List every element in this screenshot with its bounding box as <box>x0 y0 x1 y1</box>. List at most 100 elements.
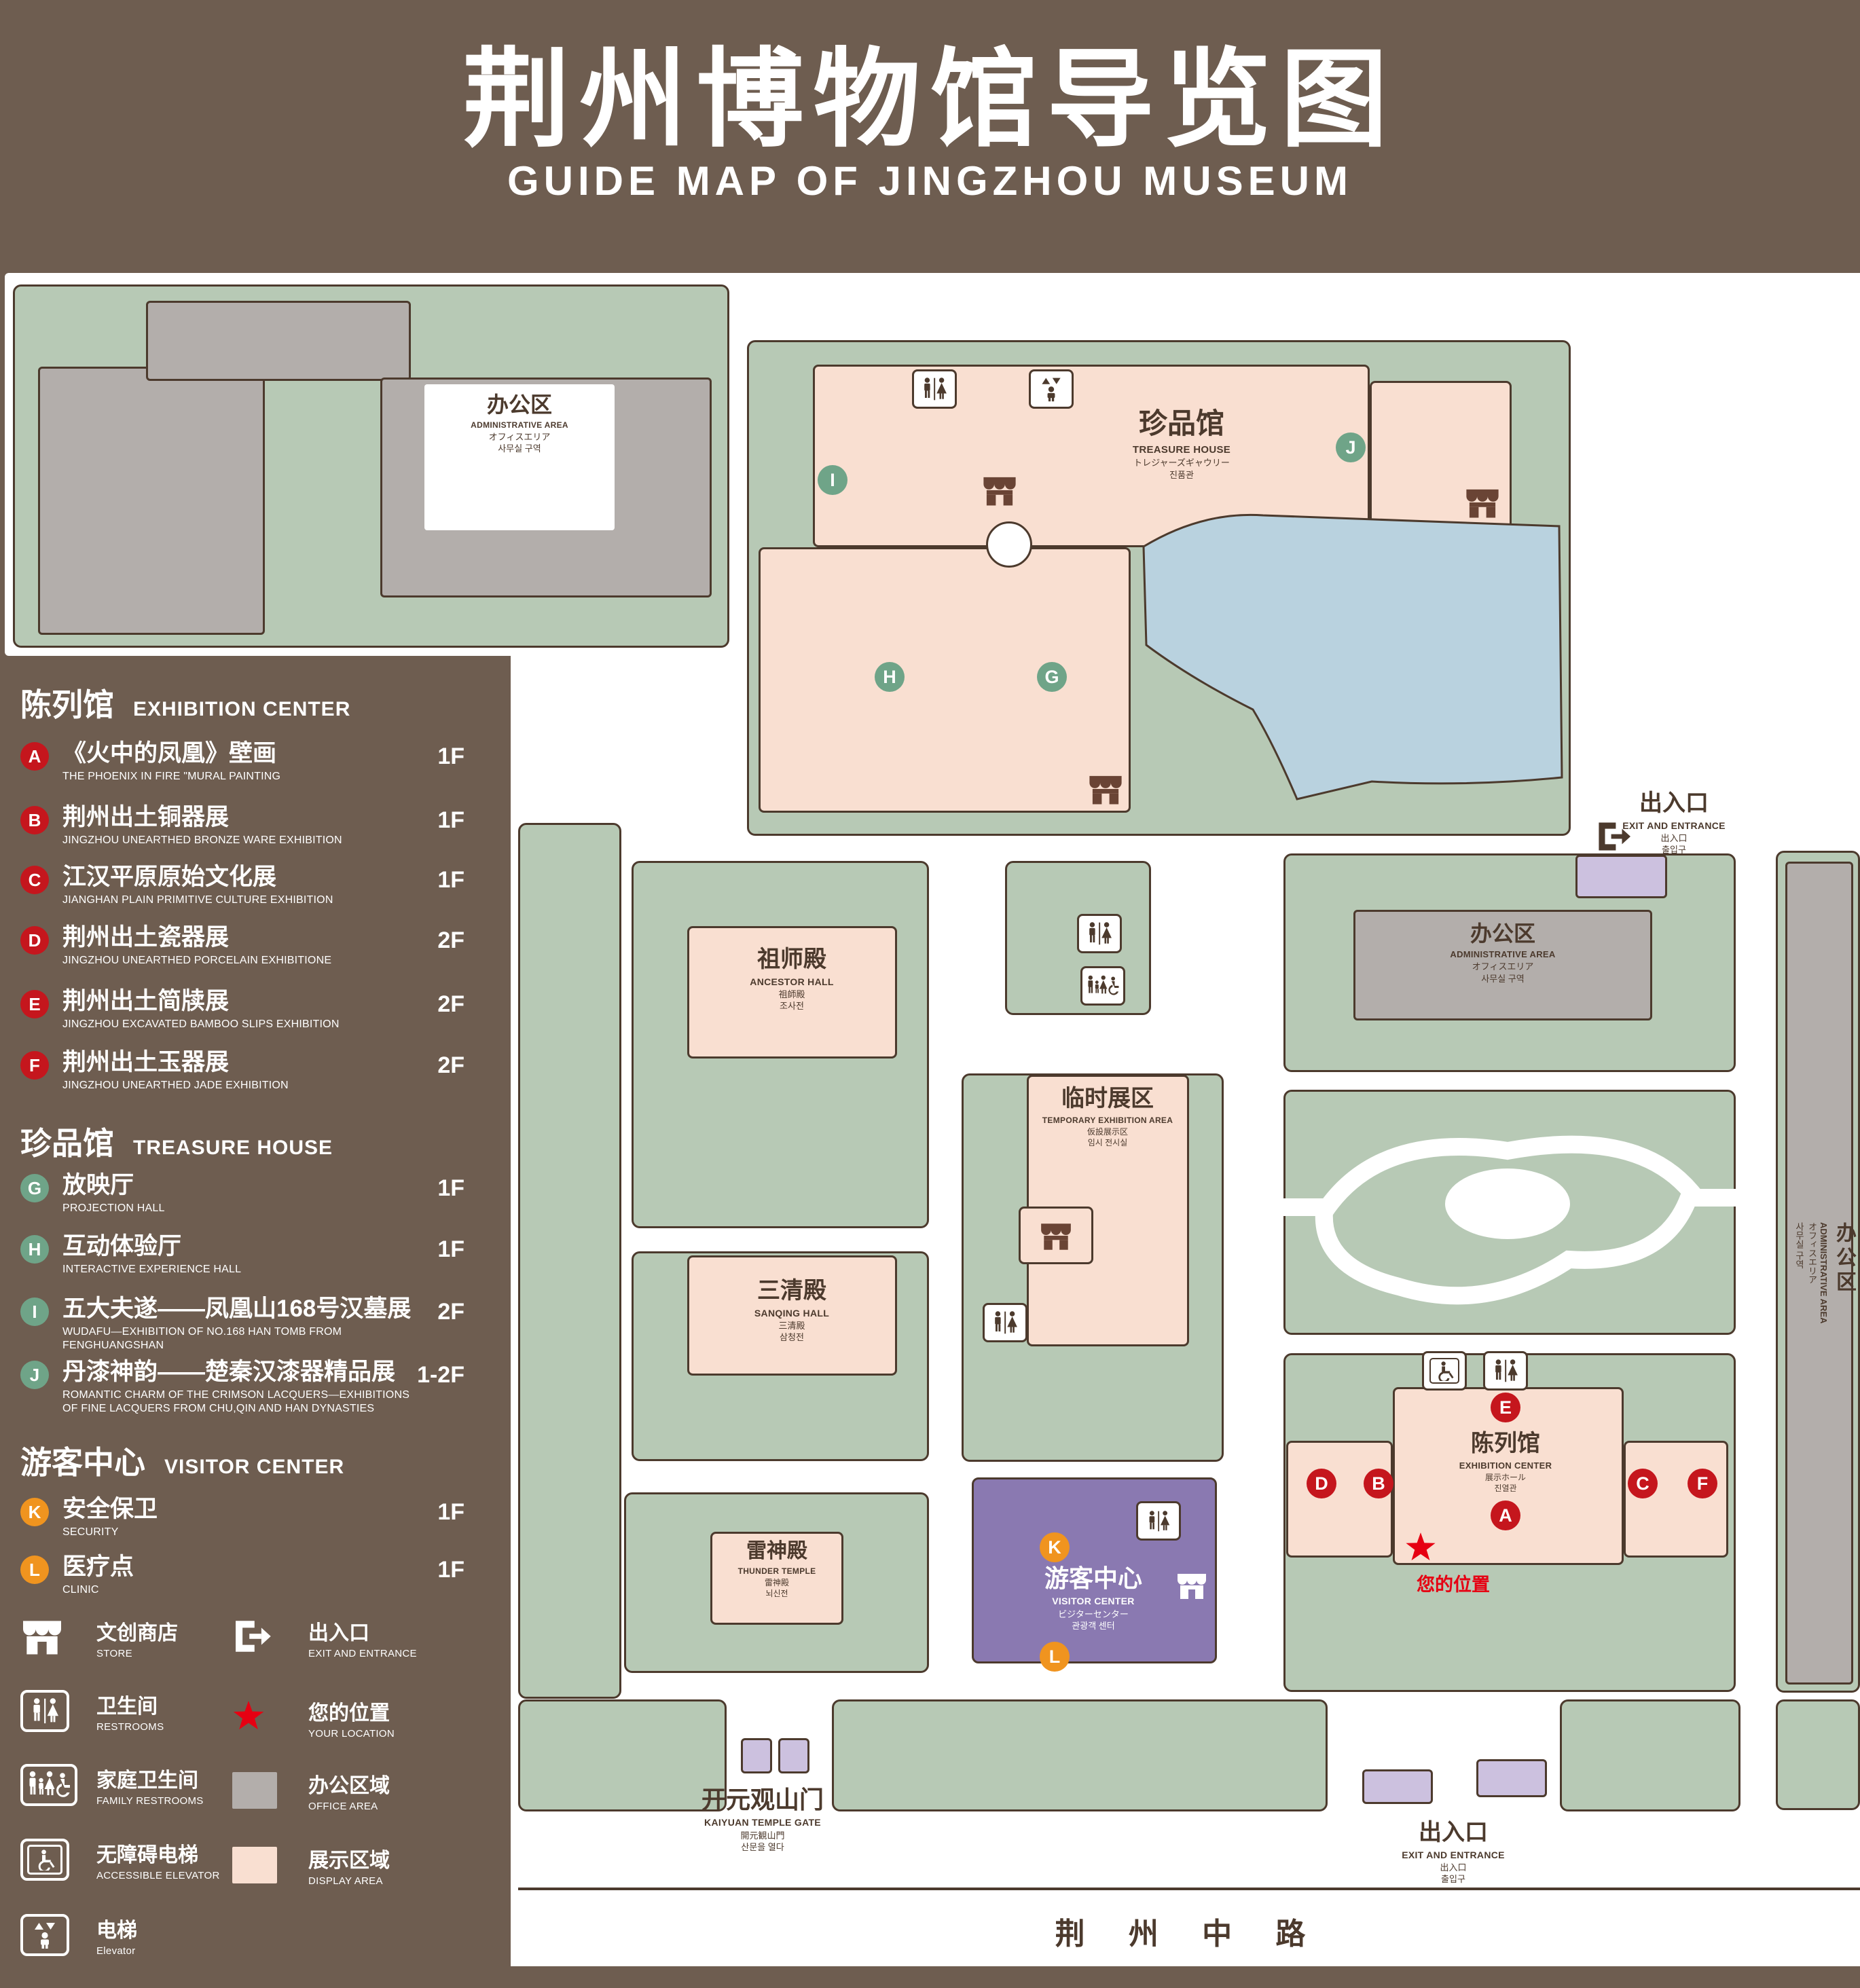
store-icon <box>981 475 1018 506</box>
item-floor: 1F <box>437 867 464 893</box>
restroom-icon <box>1077 914 1122 953</box>
item-en: INTERACTIVE EXPERIENCE HALL <box>62 1263 242 1275</box>
gate-pad-a <box>741 1738 772 1773</box>
item-zh: 荆州出土铜器展 <box>62 804 230 830</box>
label-treasure-house: 珍品馆 TREASURE HOUSE トレジャーズギャウリー 진품관 <box>1039 406 1324 481</box>
legend-item-G: G 放映厅 PROJECTION HALL 1F <box>20 1173 504 1215</box>
legend-section-visitor-center: 游客中心 VISITOR CENTER <box>20 1438 344 1483</box>
symbol-zh: 文创商店 <box>96 1622 178 1644</box>
label-en: TEMPORARY EXHIBITION AREA <box>1042 1115 1173 1125</box>
accessible-elevator-frame <box>27 1845 62 1875</box>
label-kr: 출입구 <box>1441 1874 1465 1885</box>
label-en: VISITOR CENTER <box>1052 1596 1135 1606</box>
label-zh: 珍品馆 <box>1138 407 1224 439</box>
label-exhibition-center: 陈列馆 EXHIBITION CENTER 展示ホール 진열관 <box>1390 1429 1621 1494</box>
label-zh: 雷神殿 <box>746 1540 807 1562</box>
label-kaiyuan-gate: 开元观山门 KAIYUAN TEMPLE GATE 開元観山門 산문을 열다 <box>647 1784 878 1853</box>
symbol-zh: 办公区域 <box>308 1775 390 1797</box>
legend-item-D: D 荆州出土瓷器展 JINGZHOU UNEARTHED PORCELAIN E… <box>20 925 504 968</box>
item-en: JIANGHAN PLAIN PRIMITIVE CULTURE EXHIBIT… <box>62 894 333 906</box>
legend-section-treasure-house: 珍品馆 TREASURE HOUSE <box>20 1119 333 1164</box>
legend-item-A: A 《火中的凤凰》壁画 THE PHOENIX IN FIRE "MURAL P… <box>20 741 504 784</box>
label-kr: 진품관 <box>1169 469 1194 480</box>
legend-item-F: F 荆州出土玉器展 JINGZHOU UNEARTHED JADE EXHIBI… <box>20 1050 504 1092</box>
exit-icon <box>232 1617 272 1659</box>
legend-symbol-office-area: 办公区域 OFFICE AREA <box>232 1769 390 1812</box>
item-zh: 荆州出土简牍展 <box>62 988 230 1014</box>
legend-item-H: H 互动体验厅 INTERACTIVE EXPERIENCE HALL 1F <box>20 1234 504 1276</box>
your-location-star-icon <box>1405 1532 1436 1562</box>
office-building-right <box>1785 862 1853 1685</box>
legend-symbol-store: 文创商店 STORE <box>20 1616 178 1659</box>
symbol-zh: 出入口 <box>308 1622 369 1644</box>
family-restroom-icon <box>20 1764 77 1806</box>
legend-symbol-accessible-elevator: 无障碍电梯 ACCESSIBLE ELEVATOR <box>20 1838 220 1881</box>
section-title-zh: 陈列馆 <box>20 687 114 722</box>
exhibition-building-east <box>1624 1441 1728 1558</box>
label-zh: 祖师殿 <box>757 946 826 972</box>
label-jp: 開元観山門 <box>740 1830 785 1841</box>
symbol-zh: 电梯 <box>96 1919 137 1942</box>
item-zh: 互动体验厅 <box>62 1233 182 1259</box>
map-marker-J: J <box>1336 432 1366 462</box>
restroom-icon <box>1136 1501 1181 1541</box>
label-jp: ビジターセンター <box>1058 1608 1129 1619</box>
map-marker-I: I <box>818 465 847 495</box>
symbol-zh: 卫生间 <box>96 1695 158 1718</box>
office-courtyard <box>424 384 615 530</box>
item-floor: 1F <box>437 1557 464 1583</box>
label-exit-right: 出入口 EXIT AND ENTRANCE 出入口 출입구 <box>1572 789 1776 856</box>
section-title-zh: 游客中心 <box>20 1445 145 1480</box>
legend-symbol-restrooms: 卫生间 RESTROOMS <box>20 1689 164 1733</box>
badge-D: D <box>20 926 49 955</box>
treasure-plaza-circle <box>986 521 1032 568</box>
label-sanqing-hall: 三清殿 SANQING HALL 三清殿 삼청전 <box>690 1276 894 1344</box>
label-en: EXHIBITION CENTER <box>1459 1460 1552 1471</box>
gate-pad-b <box>778 1738 809 1773</box>
symbol-en: RESTROOMS <box>96 1721 164 1733</box>
label-jp: 仮設展示区 <box>1087 1126 1128 1137</box>
item-zh: 江汉平原原始文化展 <box>62 864 277 890</box>
map-marker-K: K <box>1040 1532 1070 1562</box>
symbol-zh: 无障碍电梯 <box>96 1844 198 1866</box>
label-jp: 展示ホール <box>1484 1472 1526 1482</box>
label-zh: 出入口 <box>1639 790 1709 816</box>
store-icon <box>1087 774 1124 805</box>
legend-item-C: C 江汉平原原始文化展 JIANGHAN PLAIN PRIMITIVE CUL… <box>20 864 504 907</box>
location-star-icon <box>232 1701 265 1735</box>
label-kr: 사무실 구역 <box>498 443 541 454</box>
legend-item-J: J 丹漆神韵——楚秦汉漆器精品展 ROMANTIC CHARM OF THE C… <box>20 1359 504 1416</box>
elevator-icon <box>20 1914 69 1956</box>
page-subtitle: GUIDE MAP OF JINGZHOU MUSEUM <box>507 158 1353 204</box>
display-area-swatch <box>232 1847 277 1883</box>
label-kr: 뇌신전 <box>765 1588 788 1598</box>
label-kr: 사무실 구역 <box>1481 973 1525 984</box>
symbol-en: YOUR LOCATION <box>308 1728 395 1740</box>
label-kr: 진열관 <box>1494 1483 1517 1493</box>
item-zh: 荆州出土瓷器展 <box>62 924 230 951</box>
label-zh: 游客中心 <box>1044 1564 1142 1592</box>
legend-item-I: I 五大夫遂——凤凰山168号汉墓展 WUDAFU—EXHIBITION OF … <box>20 1296 504 1352</box>
accessible-elevator-icon <box>20 1839 69 1881</box>
label-zh: 临时展区 <box>1061 1086 1154 1111</box>
section-title-en: TREASURE HOUSE <box>133 1137 333 1159</box>
label-jp: 出入口 <box>1660 833 1688 843</box>
item-floor: 2F <box>437 927 464 953</box>
item-zh: 丹漆神韵——楚秦汉漆器精品展 <box>62 1359 396 1385</box>
badge-I: I <box>20 1297 49 1326</box>
badge-E: E <box>20 990 49 1018</box>
temporary-store-annex <box>1019 1207 1093 1264</box>
lawn-right-strip-lower <box>1776 1699 1860 1810</box>
road-label: 荆 州 中 路 <box>1055 1917 1324 1951</box>
badge-C: C <box>20 866 49 894</box>
legend-symbol-family-restrooms: 家庭卫生间 FAMILY RESTROOMS <box>20 1763 204 1807</box>
item-floor: 2F <box>437 1299 464 1325</box>
label-en: SANQING HALL <box>754 1307 830 1319</box>
item-floor: 1F <box>437 807 464 833</box>
legend-item-K: K 安全保卫 SECURITY 1F <box>20 1496 504 1539</box>
thunder-temple-building <box>710 1532 843 1625</box>
label-zh: 出入口 <box>1419 1820 1488 1845</box>
badge-J: J <box>20 1361 49 1389</box>
label-visitor-center: 游客中心 VISITOR CENTER ビジターセンター 관광객 센터 <box>985 1563 1202 1632</box>
